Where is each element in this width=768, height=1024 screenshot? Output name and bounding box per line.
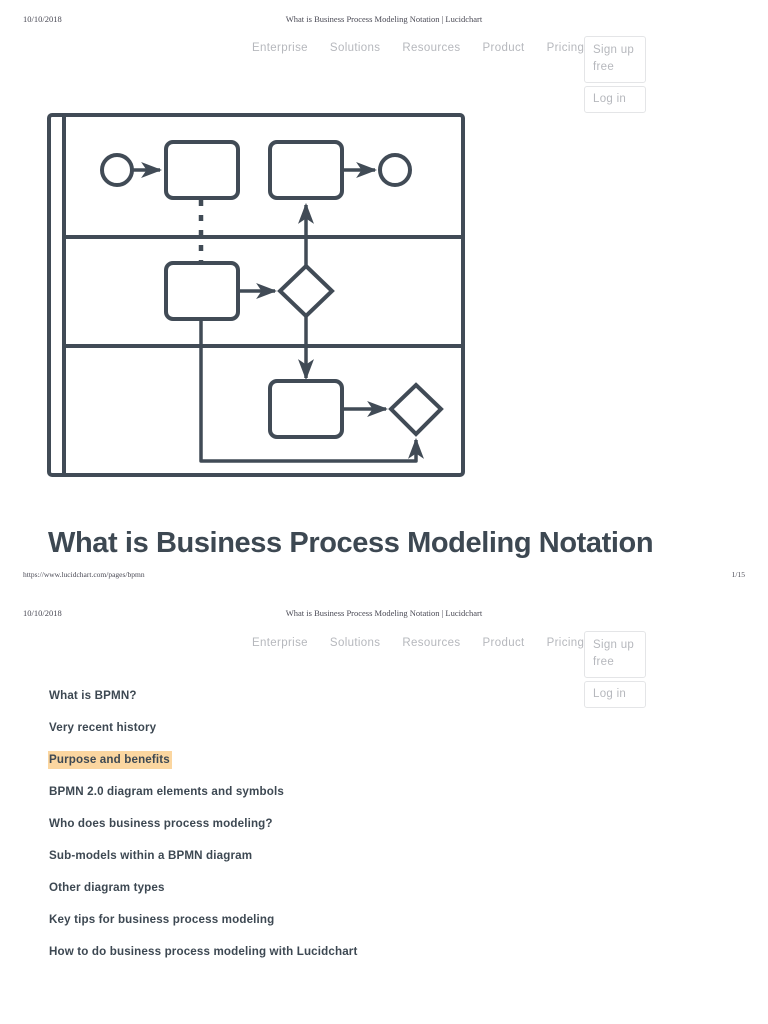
bpmn-hero-diagram	[47, 113, 465, 477]
gateway-1-diamond	[277, 263, 335, 319]
lane-3-connectors	[199, 320, 424, 463]
toc-item-label: BPMN 2.0 diagram elements and symbols	[49, 785, 284, 798]
task-4-box	[164, 261, 240, 321]
toc-item-label: How to do business process modeling with…	[49, 945, 358, 958]
toc-item-very-recent-history[interactable]: Very recent history	[48, 719, 648, 735]
nav-link-pricing[interactable]: Pricing	[546, 42, 585, 54]
task-3-box	[268, 379, 344, 439]
toc-item-other-diagram-types[interactable]: Other diagram types	[48, 879, 648, 895]
toc-item-key-tips[interactable]: Key tips for business process modeling	[48, 911, 648, 927]
task-2-box	[268, 140, 344, 200]
toc-item-label: Other diagram types	[49, 881, 165, 894]
lane-3-shapes	[268, 379, 444, 439]
toc-item-how-to-with-lucidchart[interactable]: How to do business process modeling with…	[48, 943, 648, 959]
nav-actions: Sign up free Log in	[584, 36, 648, 113]
end-event-circle	[378, 153, 412, 187]
sign-up-free-button[interactable]: Sign up free	[584, 36, 646, 83]
print-footer-page-1: https://www.lucidchart.com/pages/bpmn 1/…	[0, 568, 768, 582]
nav-actions-page-2: Sign up free Log in	[584, 631, 648, 708]
site-navigation-page-2: Enterprise Solutions Resources Product P…	[0, 631, 768, 713]
printed-page-1: 10/10/2018 What is Business Process Mode…	[0, 12, 768, 582]
sign-up-free-button-2[interactable]: Sign up free	[584, 631, 646, 678]
bpmn-diagram-svg	[47, 113, 465, 477]
nav-link-resources[interactable]: Resources	[402, 42, 461, 54]
print-date: 10/10/2018	[23, 14, 62, 24]
nav-link-enterprise[interactable]: Enterprise	[252, 42, 308, 54]
toc-item-label: Key tips for business process modeling	[49, 913, 275, 926]
toc-item-who-does-modeling[interactable]: Who does business process modeling?	[48, 815, 648, 831]
page-number: 1/15	[731, 570, 745, 579]
print-date-page-2: 10/10/2018	[23, 608, 62, 618]
toc-item-bpmn-20-elements[interactable]: BPMN 2.0 diagram elements and symbols	[48, 783, 648, 799]
table-of-contents: What is BPMN? Very recent history Purpos…	[48, 687, 648, 975]
nav-link-solutions-2[interactable]: Solutions	[329, 637, 381, 649]
pool-frame	[47, 113, 465, 477]
nav-link-product[interactable]: Product	[482, 42, 525, 54]
print-header-page-2: 10/10/2018 What is Business Process Mode…	[0, 606, 768, 620]
nav-link-solutions[interactable]: Solutions	[329, 42, 381, 54]
toc-item-purpose-and-benefits[interactable]: Purpose and benefits	[48, 751, 648, 769]
site-navigation-page-1: Enterprise Solutions Resources Product P…	[0, 36, 768, 118]
flow-loopback-task4-to-gateway2	[199, 320, 424, 463]
print-document-title-page-2: What is Business Process Modeling Notati…	[285, 608, 483, 618]
nav-links: Enterprise Solutions Resources Product P…	[252, 38, 584, 60]
toc-item-label: Very recent history	[49, 721, 157, 734]
toc-item-label: Who does business process modeling?	[49, 817, 273, 830]
printed-page-2: 10/10/2018 What is Business Process Mode…	[0, 595, 768, 1024]
log-in-button-2[interactable]: Log in	[584, 681, 646, 708]
lane-1-shapes	[100, 140, 412, 200]
gateway-2-diamond	[388, 382, 444, 437]
toc-item-sub-models[interactable]: Sub-models within a BPMN diagram	[48, 847, 648, 863]
toc-item-label: Sub-models within a BPMN diagram	[49, 849, 253, 862]
page-title: What is Business Process Modeling Notati…	[48, 527, 654, 559]
nav-links-page-2: Enterprise Solutions Resources Product P…	[252, 633, 584, 655]
clipped-text-sliver	[48, 655, 198, 667]
nav-link-resources-2[interactable]: Resources	[402, 637, 461, 649]
start-event-circle	[100, 153, 134, 187]
print-header-page-1: 10/10/2018 What is Business Process Mode…	[0, 12, 768, 26]
log-in-button[interactable]: Log in	[584, 86, 646, 113]
toc-item-what-is-bpmn[interactable]: What is BPMN?	[48, 687, 648, 703]
toc-item-label: What is BPMN?	[49, 689, 137, 702]
toc-item-label: Purpose and benefits	[48, 751, 172, 769]
task-1-box	[164, 140, 240, 200]
nav-link-product-2[interactable]: Product	[482, 637, 525, 649]
source-url: https://www.lucidchart.com/pages/bpmn	[23, 570, 145, 579]
lane-2-connectors	[239, 202, 314, 381]
print-document-title: What is Business Process Modeling Notati…	[285, 14, 483, 24]
nav-link-pricing-2[interactable]: Pricing	[546, 637, 585, 649]
nav-link-enterprise-2[interactable]: Enterprise	[252, 637, 308, 649]
